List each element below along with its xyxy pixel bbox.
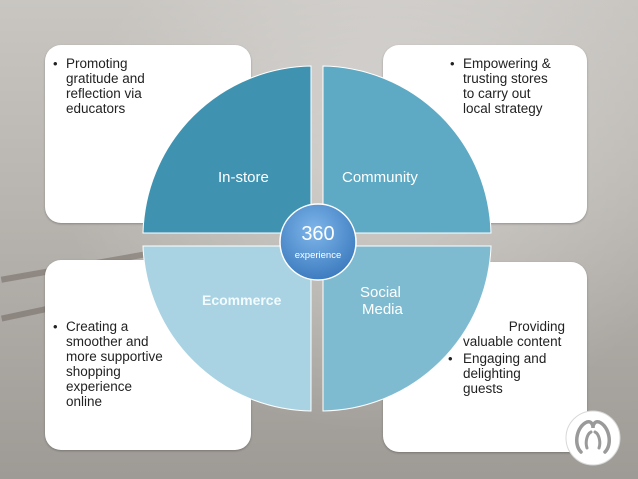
segment-label-social-line1: Social [360,284,401,301]
card-bottom-right-line: valuable content [463,334,562,349]
card-bottom-left-line: more supportive [66,349,163,364]
segment-label-in-store: In-store [218,169,269,186]
card-top-left-line: gratitude and [66,71,145,86]
segment-in-store [142,65,312,234]
card-bottom-right-line: Engaging and [445,351,573,366]
card-top-left-line: reflection via [66,86,142,101]
segment-ecommerce [142,245,312,412]
center-circle [279,203,357,281]
card-bottom-right-line: guests [463,381,503,396]
card-bottom-right-line: Providing [508,319,565,334]
card-bottom-left-line: experience [66,379,133,394]
card-top-left-line: Promoting [50,56,251,71]
segment-social-media [322,245,492,412]
card-top-right-line: trusting stores [463,71,548,86]
lululemon-logo-icon [565,410,621,466]
center-number: 360 [301,223,335,245]
card-bottom-right-line: delighting [463,366,521,381]
segment-community [322,65,492,234]
card-bottom-left-line: Creating a [50,319,251,334]
center-subtitle: experience [294,250,342,261]
segment-label-social-line2: Media [362,301,403,318]
segment-label-community: Community [342,169,418,186]
card-bottom-left-line: online [66,394,103,409]
card-top-right-line: local strategy [463,101,543,116]
card-bottom-left-line: smoother and [66,334,149,349]
card-bottom-left-line: shopping [66,364,121,379]
card-top-right-line: to carry out [463,86,531,101]
card-top-left-line: educators [66,101,126,116]
card-top-right-line: Empowering & [447,56,587,71]
segment-label-ecommerce: Ecommerce [202,292,282,308]
